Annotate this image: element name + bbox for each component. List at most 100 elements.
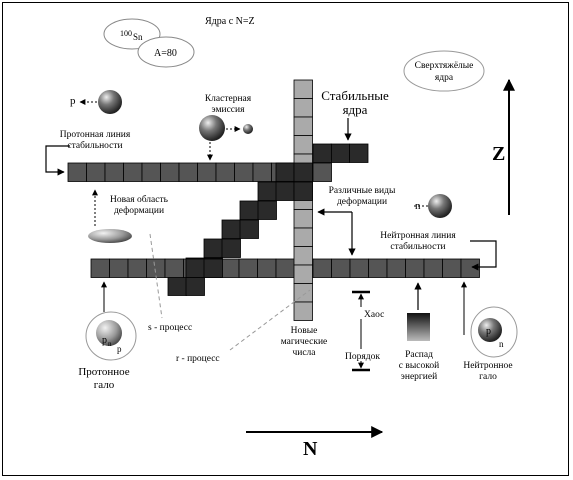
proton-dripline-cell (141, 162, 161, 182)
neutron-dripline-cell (146, 258, 166, 278)
stability-valley-cell (221, 238, 241, 258)
magic-number-column-cell (293, 135, 313, 155)
nuclide-cell (312, 162, 332, 182)
magic-number-column-cell (293, 246, 313, 266)
proton-emission-ball (98, 90, 122, 114)
proton-halo-pn-sub: n (108, 340, 112, 348)
a80-ellipse (137, 36, 195, 68)
n-axis-label: N (303, 438, 318, 460)
nz-nuclei-label: Ядра с N=Z (205, 16, 255, 27)
magic-number-column-cell (293, 79, 313, 99)
neutron-dripline-label-1: Нейтронная линия (380, 230, 456, 241)
magic-number-column-cell (293, 283, 313, 303)
cluster-emission-ball (199, 115, 225, 141)
magic-numbers-label-2: магические (281, 337, 328, 347)
neutron-dripline-cell (220, 258, 240, 278)
proton-p-label: p (70, 95, 76, 107)
decay-label-1: Распад (405, 350, 433, 360)
s-process-label: s - процесс (148, 323, 192, 333)
proton-halo-label-2: гало (94, 379, 115, 391)
neutron-dripline-cell (386, 258, 406, 278)
magic-number-column-cell (293, 209, 313, 229)
stability-valley-cell (275, 162, 295, 182)
magic-number-column-cell (293, 301, 313, 321)
proton-dripline-label-2: стабильности (67, 140, 122, 151)
stability-valley-cell (185, 258, 205, 278)
magic-number-column-cell (293, 98, 313, 118)
new-deformation-label-2: деформации (114, 205, 164, 216)
proton-dripline-cell (197, 162, 217, 182)
deformed-nucleus-ellipse (88, 229, 132, 243)
magic-number-column-cell (293, 227, 313, 247)
nuclide-cells (67, 79, 480, 321)
proton-dripline-cell (160, 162, 180, 182)
deformation-kinds-label-1: Различные виды (329, 186, 396, 196)
new-deformation-label-1: Новая область (110, 194, 169, 205)
stability-valley-cell (239, 200, 259, 220)
z-axis-label: Z (492, 143, 505, 165)
magic-numbers-label-1: Новые (291, 326, 318, 336)
decay-label-3: энергией (401, 371, 437, 382)
order-label: Порядок (345, 352, 380, 362)
neutron-dripline-cell (442, 258, 462, 278)
magic-number-column-cell (293, 264, 313, 284)
proton-dripline-cell (178, 162, 198, 182)
neutron-dripline-cell (349, 258, 369, 278)
deformation-kinds-label-2: деформации (337, 196, 387, 207)
neutron-dripline-label-2: стабильности (390, 241, 445, 252)
stability-valley-cell (203, 238, 223, 258)
neutron-dripline-cell (257, 258, 277, 278)
stability-valley-cell (185, 276, 205, 296)
chaos-label: Хаос (364, 310, 384, 320)
cluster-label-1: Кластерная (205, 94, 252, 104)
proton-dripline-label-1: Протонная линия (60, 130, 131, 140)
magic-numbers-label-3: числа (292, 348, 316, 358)
proton-dripline-cell (234, 162, 254, 182)
neutron-dripline-cell (405, 258, 425, 278)
superheavy-ellipse (403, 50, 485, 92)
neutron-dripline-cell (423, 258, 443, 278)
stability-valley-cell (257, 200, 277, 220)
stability-valley-cell (257, 181, 277, 201)
proton-dripline-cell (215, 162, 235, 182)
stable-nuclide-cell (349, 143, 369, 163)
neutron-dripline-cell (331, 258, 351, 278)
proton-dripline-cell (123, 162, 143, 182)
cluster-label-2: эмиссия (212, 105, 246, 115)
proton-halo-pn: p (102, 335, 107, 346)
neutron-dripline-cell (312, 258, 332, 278)
stable-nuclide-cell (312, 143, 332, 163)
neutron-halo-label-2: гало (479, 372, 497, 382)
decay-label-2: с высокой (399, 360, 439, 371)
cluster-fragment-ball (243, 124, 253, 134)
stability-valley-cell (167, 276, 187, 296)
stability-valley-cell (275, 181, 295, 201)
proton-dripline-cell (67, 162, 87, 182)
sn100-mass: 100 (120, 29, 132, 38)
neutron-dripline-cell (164, 258, 184, 278)
neutron-dripline-cell (275, 258, 295, 278)
neutron-emission-ball (428, 194, 452, 218)
magic-number-column-cell (293, 116, 313, 136)
neutron-dripline-cell (109, 258, 129, 278)
magic-number-column-cell (293, 181, 313, 201)
high-energy-decay-block (407, 313, 430, 341)
magic-number-column-cell (293, 162, 313, 182)
proton-halo-core (96, 320, 122, 346)
stability-valley-cell (221, 219, 241, 239)
proton-dripline-cell (86, 162, 106, 182)
r-process-label: r - процесс (176, 354, 220, 364)
neutron-halo-label-1: Нейтронное (463, 360, 512, 371)
proton-dripline-cell (104, 162, 124, 182)
proton-halo-label-1: Протонное (78, 366, 129, 378)
stable-nuclide-cell (330, 143, 350, 163)
stable-nuclei-label-1: Стабильные (321, 88, 389, 103)
stable-nuclei-label-2: ядра (343, 102, 368, 117)
stability-valley-cell (203, 258, 223, 278)
neutron-dripline-cell (90, 258, 110, 278)
superheavy-label-1: Сверхтяжёлые (415, 61, 474, 71)
neutron-dripline-cell (127, 258, 147, 278)
neutron-halo-p: p (486, 326, 491, 337)
sn100-symbol: Sn (133, 32, 143, 42)
stability-valley-cell (239, 219, 259, 239)
